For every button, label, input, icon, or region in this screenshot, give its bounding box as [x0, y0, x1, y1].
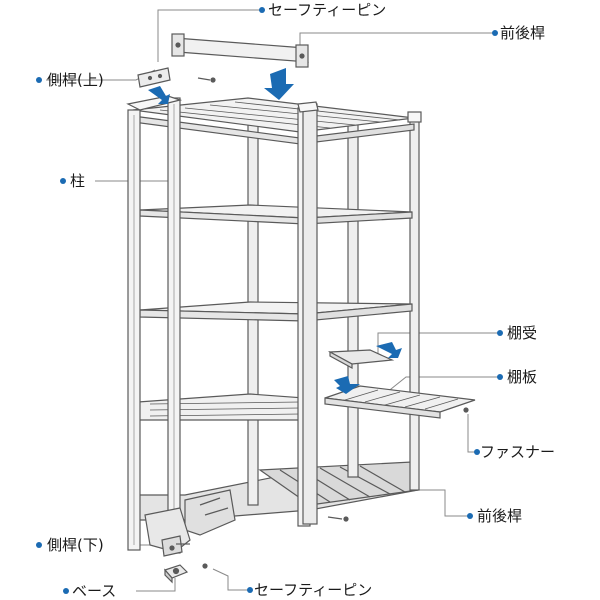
front-posts — [127, 97, 318, 554]
label-post: 柱 — [70, 172, 86, 190]
bottom-side-beam-part — [144, 507, 349, 569]
label-safety-pin-bottom: セーフティーピン — [254, 581, 373, 599]
shelf-board-part — [324, 385, 476, 419]
arrow-shelf-board — [334, 376, 360, 394]
label-dot — [497, 330, 503, 336]
arrow-beam-down — [264, 68, 294, 100]
label-dot — [60, 178, 66, 184]
label-shelf-support: 棚受 — [507, 324, 538, 342]
label-dot — [474, 449, 480, 455]
label-dot — [36, 77, 42, 83]
label-dot — [63, 588, 69, 594]
shelf-support-part — [327, 349, 395, 370]
arrow-side-beam-down — [148, 86, 170, 104]
label-side-beam-top: 側桿(上) — [47, 71, 104, 89]
label-dot — [492, 30, 498, 36]
label-safety-pin-top: セーフティーピン — [268, 1, 387, 19]
label-front-rear-beam-top: 前後桿 — [500, 24, 546, 42]
base-part — [163, 564, 189, 584]
arrow-shelf-support — [376, 342, 402, 358]
label-side-beam-bottom: 側桿(下) — [47, 536, 104, 554]
label-dot — [497, 374, 503, 380]
leader-lines — [46, 9, 500, 592]
label-dot — [36, 542, 42, 548]
beam-top — [171, 33, 309, 68]
label-shelf-board: 棚板 — [507, 368, 538, 386]
label-front-rear-beam-bottom: 前後桿 — [477, 507, 523, 525]
label-base: ベース — [72, 582, 117, 600]
label-dot — [247, 587, 253, 593]
label-dot — [467, 513, 473, 519]
label-dot — [259, 7, 265, 13]
side-beam-top-part — [137, 67, 216, 88]
label-fastener: ファスナー — [480, 443, 556, 461]
